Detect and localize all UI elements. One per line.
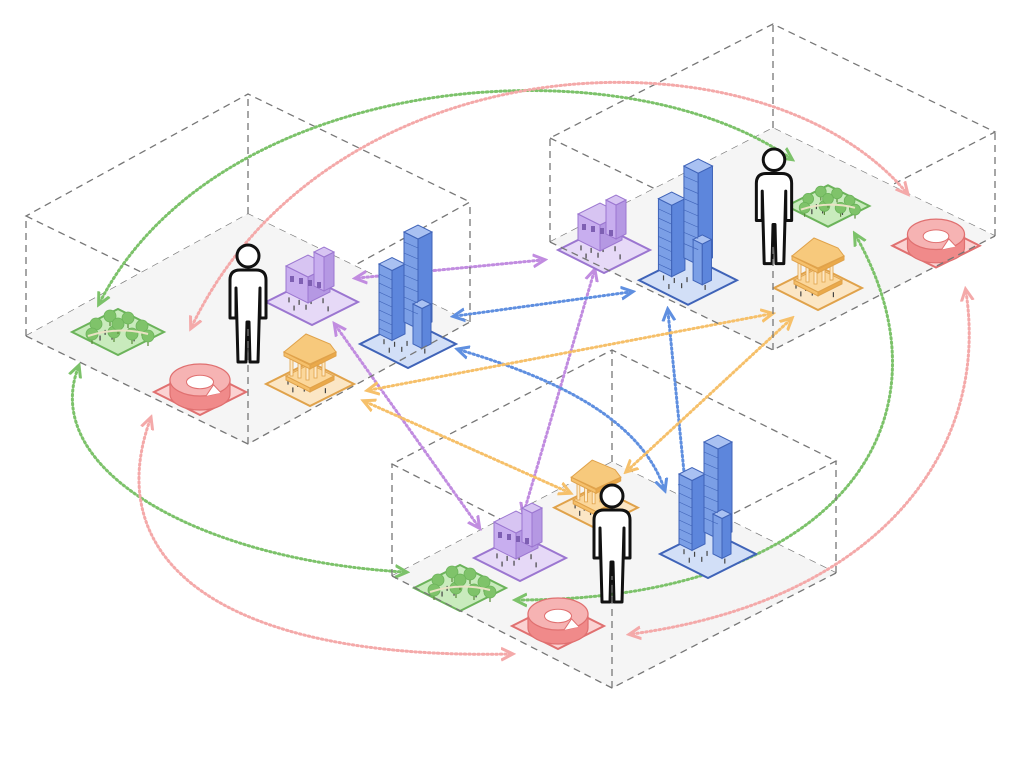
- person-icon-left: [228, 243, 268, 364]
- park-icon-top-right: [784, 184, 872, 228]
- museum-icon-bottom: [471, 502, 569, 583]
- link-arrow-stadium-left-to-bottom: [137, 420, 510, 654]
- office-towers-icon-bottom: [657, 434, 759, 580]
- link-arrow-tower-left-to-top-right: [456, 292, 630, 316]
- temple-icon-top-right: [771, 237, 865, 312]
- layer-box-front-bottom: [391, 461, 837, 689]
- person-icon-bottom: [592, 483, 632, 604]
- park-icon-left: [69, 307, 167, 357]
- stadium-icon-left: [151, 363, 249, 417]
- museum-icon-top-right: [555, 194, 653, 275]
- layer-box-front-top-right: [549, 132, 996, 351]
- link-arrow-tower-left-to-bottom: [460, 350, 664, 488]
- museum-icon-left: [263, 246, 361, 327]
- office-towers-icon-left: [357, 224, 459, 370]
- layer-top-right: [555, 147, 982, 312]
- link-arrow-temple-top-right-to-bottom: [628, 320, 790, 470]
- layer-boxes-front: [25, 132, 996, 689]
- link-arrow-stadium-left-to-top-right: [192, 80, 906, 326]
- link-arrow-temple-left-to-bottom: [366, 402, 568, 492]
- layer-left: [69, 224, 459, 417]
- layer-box-front-left: [25, 202, 471, 445]
- link-arrow-tower-top-right-to-bottom: [668, 312, 686, 492]
- layer-bottom: [411, 434, 759, 651]
- layer-elements: [69, 147, 982, 651]
- layer-box-back-top-right: [548, 23, 997, 247]
- person-icon-top-right: [754, 147, 794, 266]
- office-towers-icon-top-right: [636, 158, 740, 306]
- park-icon-bottom: [411, 563, 509, 613]
- temple-icon-left: [263, 333, 357, 408]
- stadium-icon-bottom: [509, 597, 607, 651]
- stadium-icon-top-right: [890, 218, 982, 269]
- link-arrow-stadium-top-right-to-bottom: [632, 292, 969, 634]
- link-arrow-park-left-to-top-right: [100, 89, 790, 302]
